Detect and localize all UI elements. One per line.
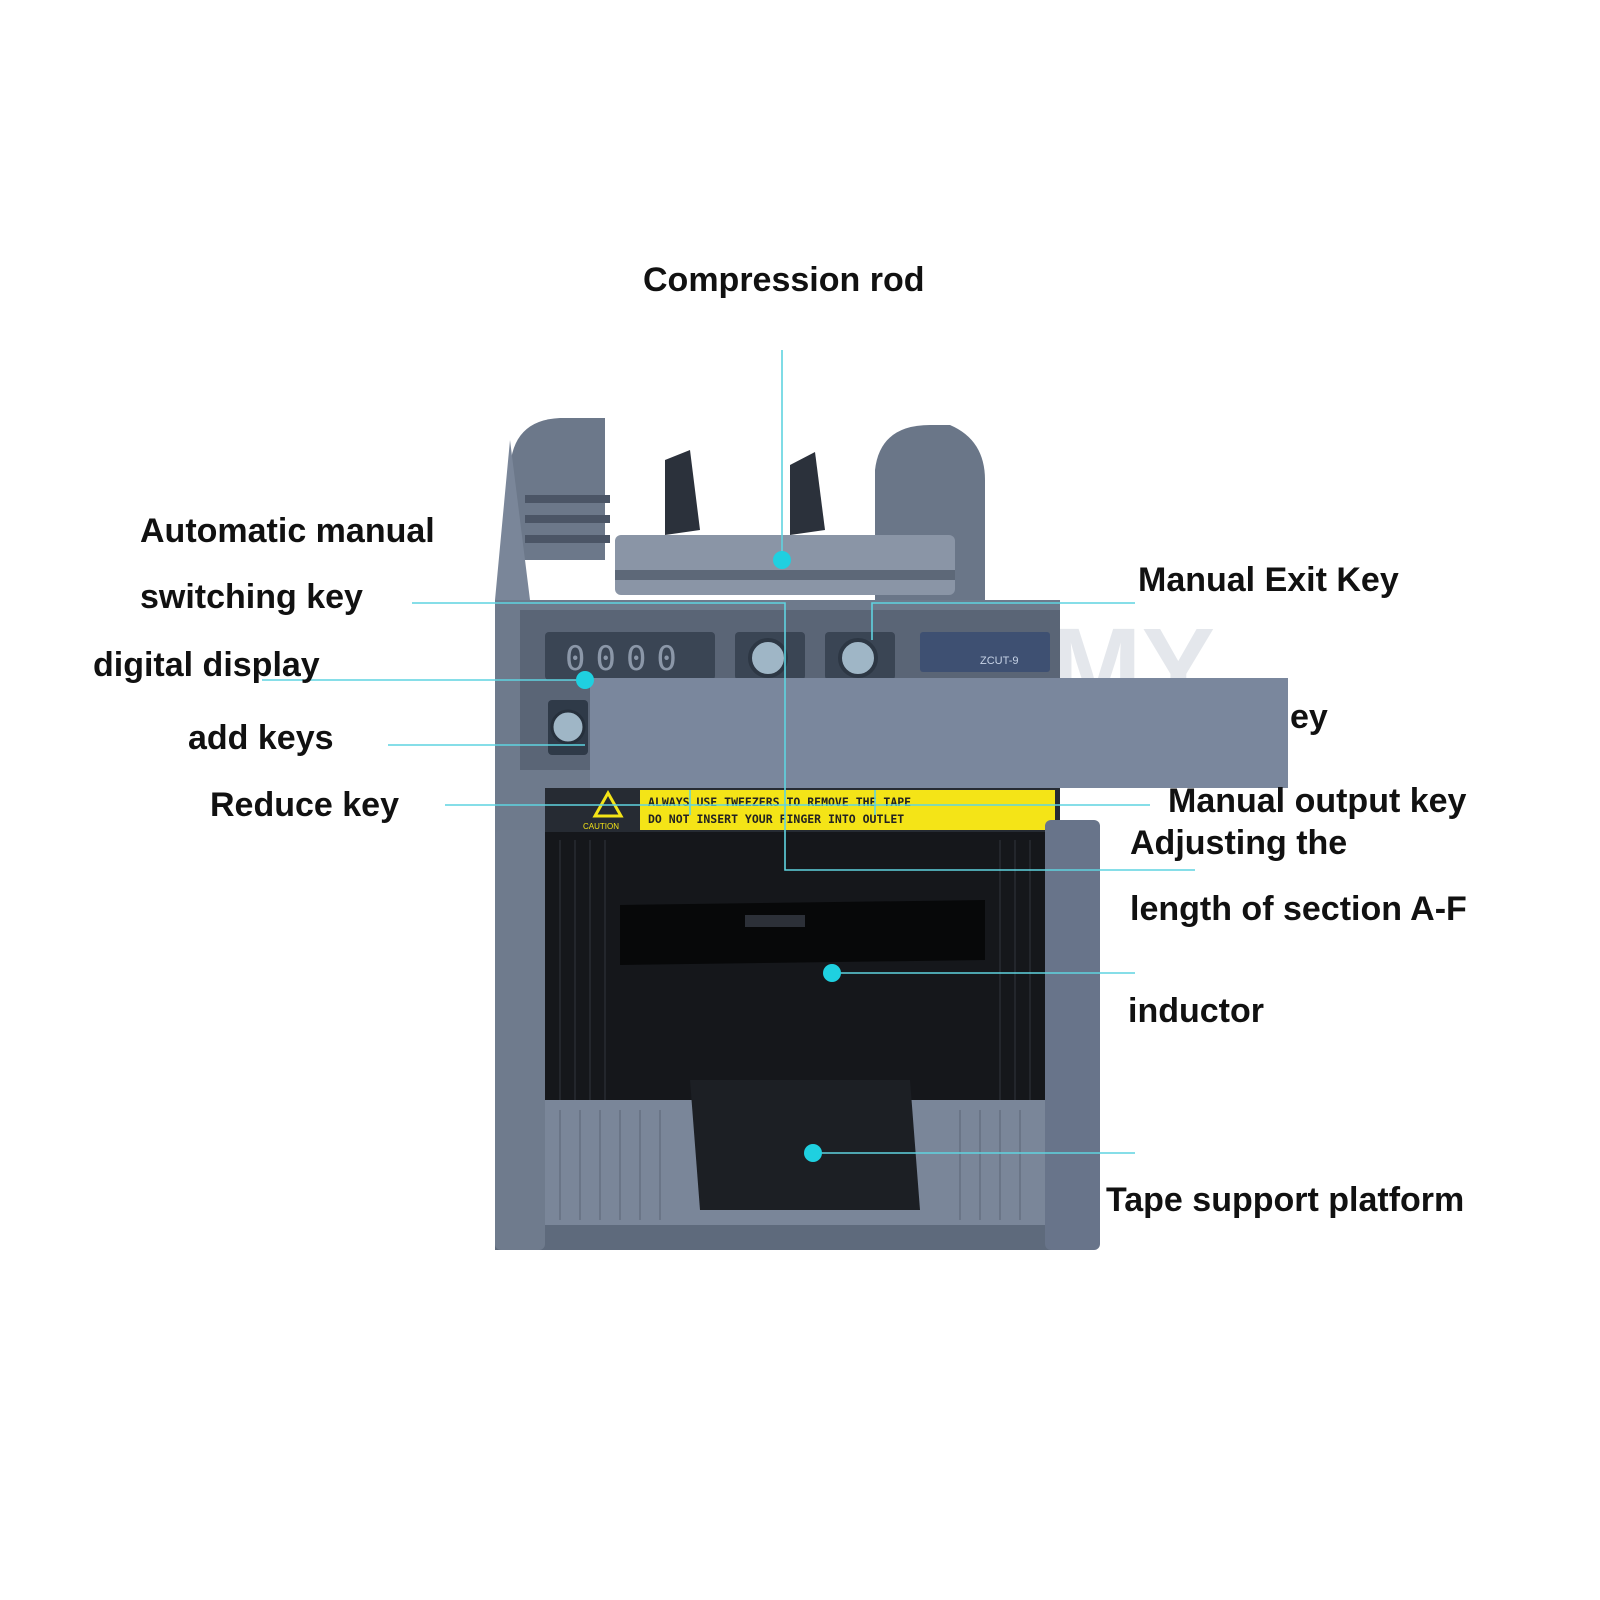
label-switching-key: switching key bbox=[140, 578, 363, 616]
label-manual-exit-key: Manual Exit Key bbox=[1138, 561, 1399, 599]
leader-manual-exit-key bbox=[871, 602, 1135, 640]
label-reduce-key: Reduce key bbox=[210, 786, 399, 824]
label-length-of-section: length of section A-F bbox=[1130, 890, 1467, 928]
warning-label bbox=[640, 790, 1055, 830]
base-ribs bbox=[559, 1110, 1021, 1220]
label-manual-output-key: Manual output key bbox=[1168, 782, 1467, 820]
cutter-front-panel bbox=[545, 832, 1050, 1112]
model-label: ZCUT-9 bbox=[980, 655, 1019, 667]
brand-plate bbox=[920, 632, 1050, 672]
tape-holder-right bbox=[790, 452, 825, 535]
left-wall-ribs bbox=[525, 495, 610, 543]
compression-rod-shadow bbox=[615, 570, 955, 580]
left-edge-highlight bbox=[495, 440, 530, 600]
inductor-bracket bbox=[745, 915, 805, 927]
label-compression-rod: Compression rod bbox=[643, 261, 925, 299]
left-side-post bbox=[495, 830, 545, 1250]
digital-display-panel bbox=[545, 632, 715, 680]
label-add-keys: add keys bbox=[188, 719, 334, 757]
dot-inductor bbox=[823, 964, 841, 982]
switching-key-button bbox=[748, 638, 788, 678]
leader-switching-key bbox=[412, 602, 1195, 871]
cutter-grille bbox=[559, 840, 1031, 1100]
label-inductor: inductor bbox=[1128, 992, 1264, 1030]
label-digital-display: digital display bbox=[93, 646, 320, 684]
tape-support-platform-shape bbox=[690, 1080, 920, 1210]
dot-compression-rod bbox=[773, 551, 791, 569]
warning-line-1: ALWAYS USE TWEEZERS TO REMOVE THE TAPE bbox=[648, 795, 911, 809]
label-tape-support-platform: Tape support platform bbox=[1106, 1181, 1465, 1219]
left-rear-wall bbox=[510, 418, 605, 560]
inductor-slot bbox=[620, 900, 985, 965]
dot-tape-support-platform bbox=[804, 1144, 822, 1162]
dot-digital-display bbox=[576, 671, 594, 689]
right-side-post bbox=[1045, 820, 1100, 1250]
tape-holder-left bbox=[665, 450, 700, 535]
label-automatic-manual: Automatic manual bbox=[140, 512, 435, 550]
base-foot bbox=[495, 1225, 1060, 1250]
manual-exit-key-button bbox=[838, 638, 878, 678]
add-key-button bbox=[550, 709, 586, 745]
callout-dots bbox=[576, 551, 841, 1162]
label-adjusting-the: Adjusting the bbox=[1130, 824, 1348, 862]
label-partial-key: ey bbox=[1290, 698, 1328, 736]
warning-line-2: DO NOT INSERT YOUR FINGER INTO OUTLET bbox=[648, 812, 904, 826]
redaction-box bbox=[590, 678, 1288, 788]
caution-text: CAUTION bbox=[583, 822, 619, 831]
leader-lines bbox=[262, 350, 1195, 1154]
